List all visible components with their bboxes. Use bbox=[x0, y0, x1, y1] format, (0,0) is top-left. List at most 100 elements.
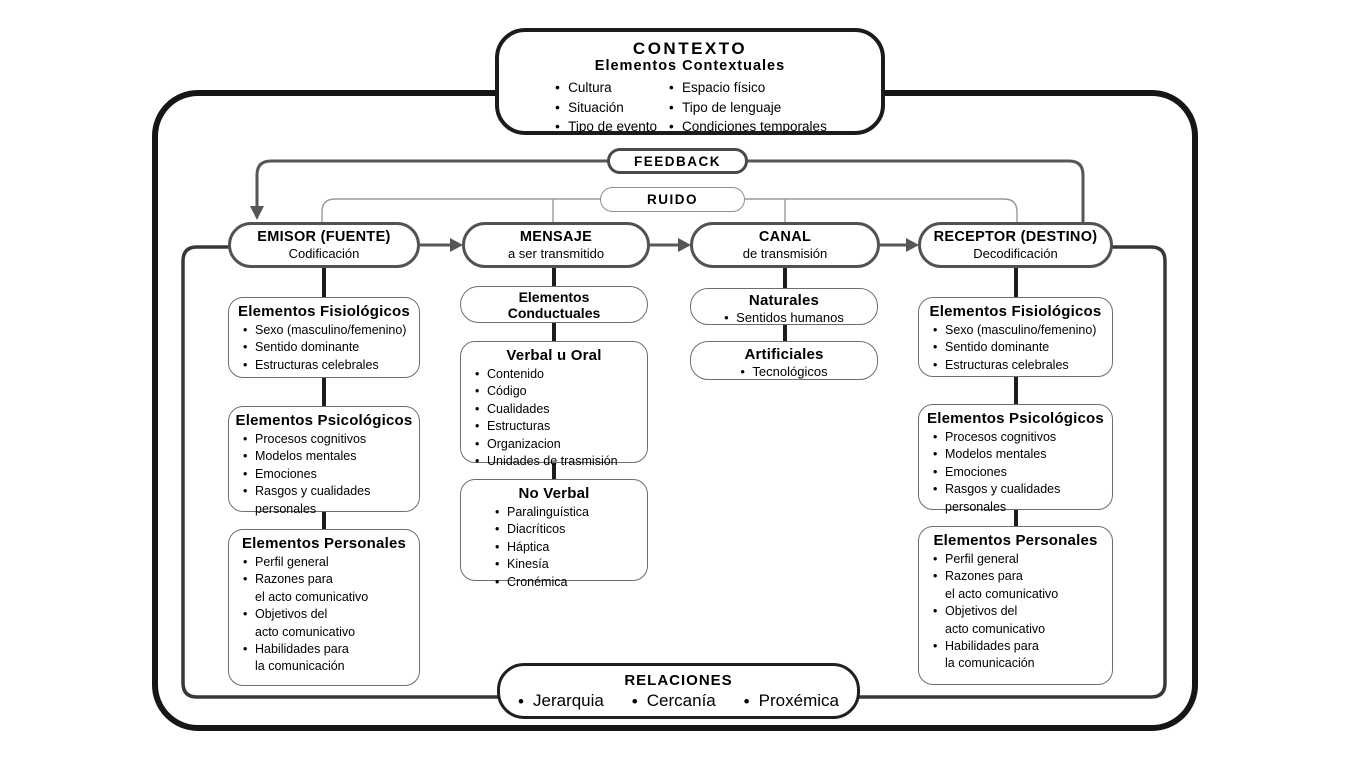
bullet-list: Contenido Código Cualidades Estructuras … bbox=[461, 366, 647, 471]
list-item: Rasgos y cualidades personales bbox=[933, 481, 1108, 516]
list-item: Sentido dominante bbox=[933, 339, 1108, 357]
list-item: Estructuras celebrales bbox=[933, 357, 1108, 375]
inner-frame-left-line bbox=[181, 245, 499, 699]
box-title: Verbal u Oral bbox=[506, 347, 602, 364]
node-subtitle: Codificación bbox=[288, 246, 360, 261]
mensaje-conductuales-box: Elementos Conductuales bbox=[460, 286, 648, 323]
list-item: Razones para el acto comunicativo bbox=[933, 568, 1108, 603]
box-title: Elementos Personales bbox=[241, 535, 407, 552]
box-title: Elementos Personales bbox=[933, 532, 1098, 549]
list-item: Rasgos y cualidades personales bbox=[243, 483, 415, 518]
receptor-personales-box: Elementos Personales Perfil general Razo… bbox=[918, 526, 1113, 685]
box-title: Naturales bbox=[748, 292, 820, 309]
list-item: Perfil general bbox=[243, 554, 415, 572]
contexto-list-left: Cultura Situación Tipo de evento bbox=[553, 78, 657, 137]
canal-node: CANAL de transmisión bbox=[690, 222, 880, 268]
list-item: Organizacion bbox=[475, 436, 643, 454]
list-item: Habilidades para la comunicación bbox=[243, 641, 415, 676]
receptor-psicologicos-box: Elementos Psicológicos Procesos cognitiv… bbox=[918, 404, 1113, 514]
node-subtitle: a ser transmitido bbox=[507, 246, 605, 261]
mensaje-no-verbal-box: No Verbal Paralinguística Diacríticos Há… bbox=[460, 479, 648, 591]
list-item: Procesos cognitivos bbox=[933, 429, 1108, 447]
emisor-personales-box: Elementos Personales Perfil general Razo… bbox=[228, 529, 420, 686]
bullet-list: Procesos cognitivos Modelos mentales Emo… bbox=[919, 429, 1112, 516]
box-title: Elementos Fisiológicos bbox=[929, 303, 1102, 320]
relaciones-box: RELACIONES Jerarquia Cercanía Proxémica bbox=[497, 663, 860, 719]
node-title: CANAL bbox=[758, 229, 812, 245]
list-item: Contenido bbox=[475, 366, 643, 384]
list-item: Modelos mentales bbox=[243, 448, 415, 466]
emisor-fisiologicos-box: Elementos Fisiológicos Sexo (masculino/f… bbox=[228, 297, 420, 378]
list-item: Procesos cognitivos bbox=[243, 431, 415, 449]
node-subtitle: de transmisión bbox=[742, 246, 828, 261]
list-item: Paralinguística bbox=[495, 504, 643, 522]
box-title: Elementos Psicológicos bbox=[927, 410, 1104, 427]
list-item: Habilidades para la comunicación bbox=[933, 638, 1108, 673]
inner-frame-right-line bbox=[858, 245, 1167, 699]
list-item: Espacio físico bbox=[667, 78, 827, 98]
canal-to-receptor-arrowhead-icon bbox=[906, 238, 919, 252]
list-item: Sentidos humanos bbox=[724, 309, 844, 327]
emisor-to-mensaje-arrowhead-icon bbox=[450, 238, 463, 252]
ruido-label-box: RUIDO bbox=[600, 187, 745, 212]
bullet-list: Paralinguística Diacríticos Háptica Kine… bbox=[461, 504, 647, 591]
list-item: Emociones bbox=[933, 464, 1108, 482]
list-item: Emociones bbox=[243, 466, 415, 484]
list-item: Cultura bbox=[553, 78, 657, 98]
list-item: Sexo (masculino/femenino) bbox=[933, 322, 1108, 340]
canal-artificiales-box: Artificiales Tecnológicos bbox=[690, 341, 878, 381]
bullet-list: Sexo (masculino/femenino) Sentido domina… bbox=[919, 322, 1112, 375]
node-title: MENSAJE bbox=[519, 229, 593, 245]
list-item: Diacríticos bbox=[495, 521, 643, 539]
list-item: Kinesía bbox=[495, 556, 643, 574]
mensaje-verbal-box: Verbal u Oral Contenido Código Cualidade… bbox=[460, 341, 648, 471]
contexto-box: CONTEXTO Elementos Contextuales Cultura … bbox=[495, 28, 885, 137]
bullet-list: Sentidos humanos bbox=[691, 309, 877, 327]
box-title: Artificiales bbox=[744, 346, 824, 363]
box-title: No Verbal bbox=[518, 485, 590, 502]
node-title: EMISOR (FUENTE) bbox=[257, 229, 391, 245]
list-item: Sexo (masculino/femenino) bbox=[243, 322, 415, 340]
list-item: Objetivos del acto comunicativo bbox=[933, 603, 1108, 638]
canal-naturales-box: Naturales Sentidos humanos bbox=[690, 288, 878, 327]
bullet-list: Perfil general Razones para el acto comu… bbox=[919, 551, 1112, 673]
list-item: Háptica bbox=[495, 539, 643, 557]
emisor-psicologicos-box: Elementos Psicológicos Procesos cognitiv… bbox=[228, 406, 420, 516]
list-item: Estructuras bbox=[475, 418, 643, 436]
feedback-label-box: FEEDBACK bbox=[607, 148, 748, 174]
list-item: Cronémica bbox=[495, 574, 643, 592]
mensaje-node: MENSAJE a ser transmitido bbox=[462, 222, 650, 268]
list-item: Cualidades bbox=[475, 401, 643, 419]
list-item: Modelos mentales bbox=[933, 446, 1108, 464]
box-title: Elementos Psicológicos bbox=[235, 412, 413, 429]
list-item: Situación bbox=[553, 98, 657, 118]
list-item: Jerarquia bbox=[518, 691, 604, 712]
node-subtitle: Decodificación bbox=[973, 246, 1058, 261]
contexto-list-right: Espacio físico Tipo de lenguaje Condicio… bbox=[667, 78, 827, 137]
receptor-node: RECEPTOR (DESTINO) Decodificación bbox=[918, 222, 1113, 268]
bullet-list: Procesos cognitivos Modelos mentales Emo… bbox=[229, 431, 419, 518]
list-item: Estructuras celebrales bbox=[243, 357, 415, 375]
box-title: Elementos Fisiológicos bbox=[238, 303, 410, 320]
list-item: Objetivos del acto comunicativo bbox=[243, 606, 415, 641]
column-spine-lines bbox=[322, 268, 1018, 529]
feedback-arrowhead-icon bbox=[250, 206, 264, 220]
bullet-list: Sexo (masculino/femenino) Sentido domina… bbox=[229, 322, 419, 375]
mensaje-to-canal-arrowhead-icon bbox=[678, 238, 691, 252]
emisor-node: EMISOR (FUENTE) Codificación bbox=[228, 222, 420, 268]
list-item: Código bbox=[475, 383, 643, 401]
node-title: RECEPTOR (DESTINO) bbox=[933, 229, 1098, 245]
list-item: Proxémica bbox=[744, 691, 839, 712]
list-item: Unidades de trasmisión bbox=[475, 453, 643, 471]
list-item: Cercanía bbox=[632, 691, 716, 712]
contexto-subtitle: Elementos Contextuales bbox=[594, 58, 786, 74]
list-item: Perfil general bbox=[933, 551, 1108, 569]
list-item: Razones para el acto comunicativo bbox=[243, 571, 415, 606]
relaciones-title: RELACIONES bbox=[624, 672, 733, 689]
list-item: Tipo de lenguaje bbox=[667, 98, 827, 118]
list-item: Tipo de evento bbox=[553, 117, 657, 137]
contexto-title: CONTEXTO bbox=[632, 39, 748, 58]
list-item: Tecnológicos bbox=[740, 363, 827, 381]
